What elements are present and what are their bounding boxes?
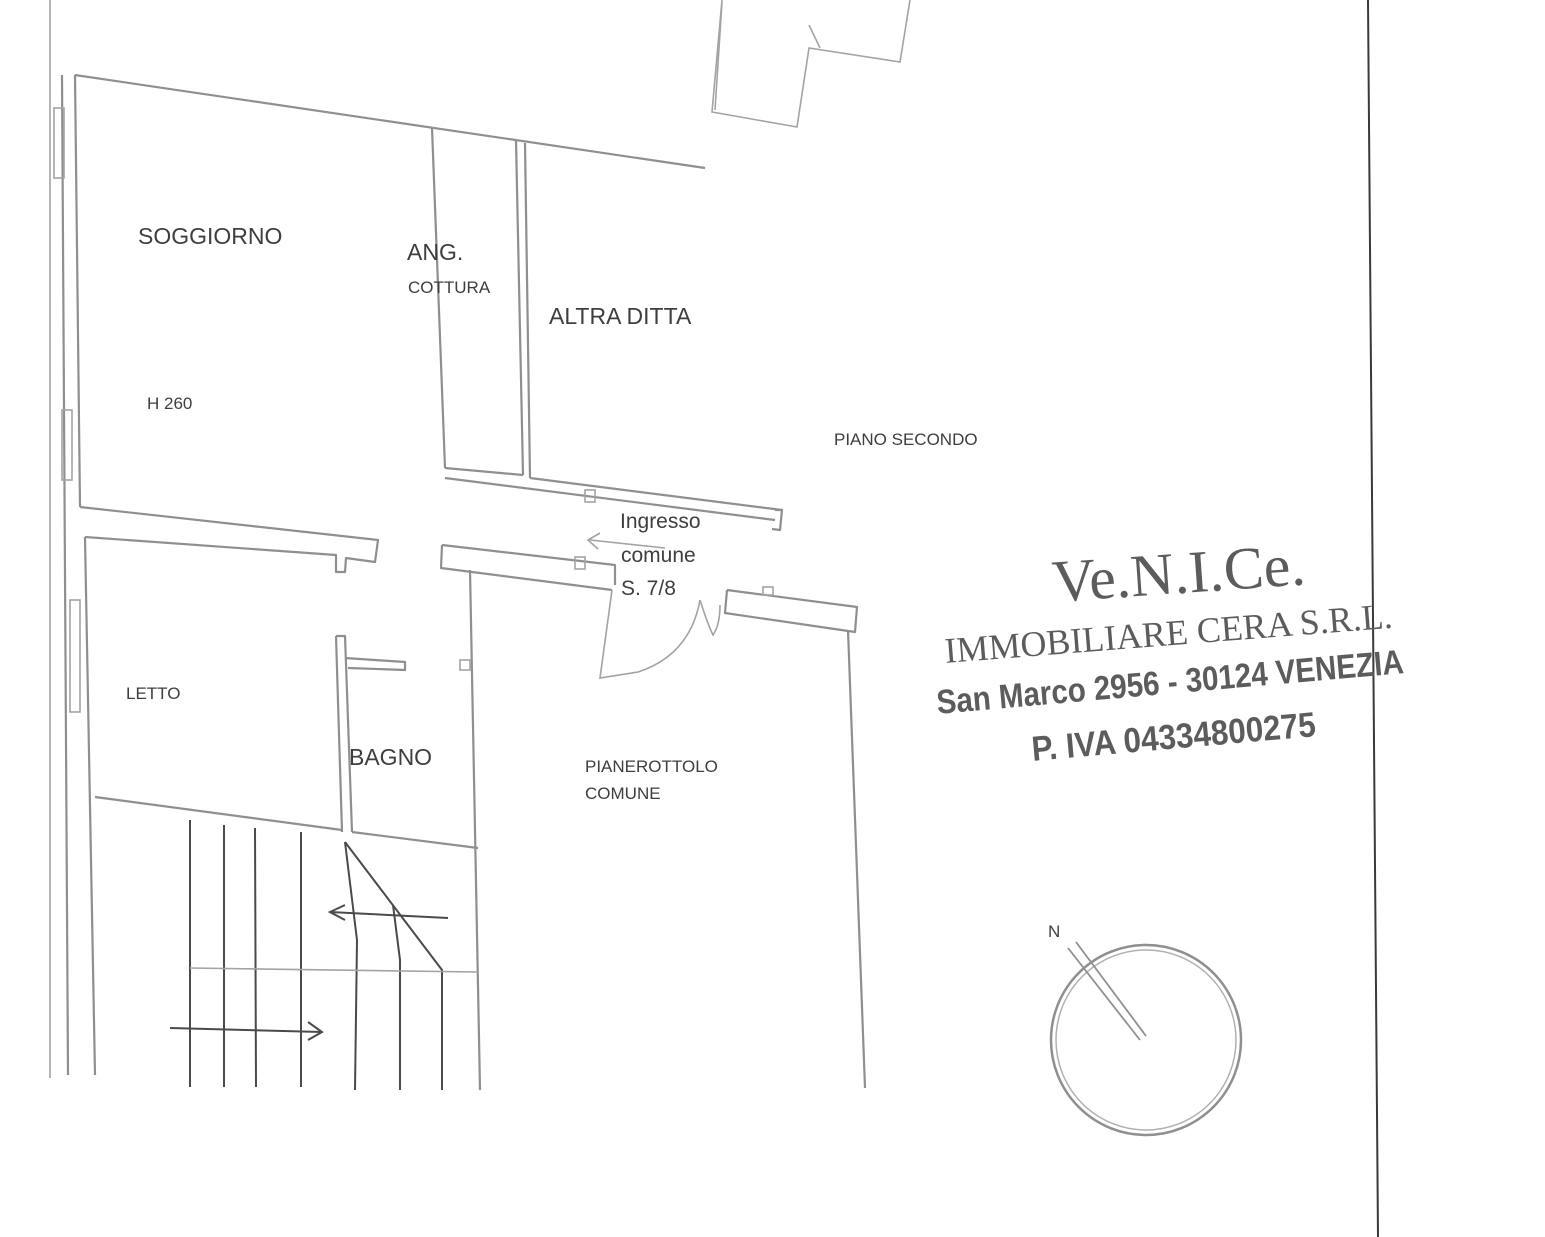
exterior-walls	[53, 73, 706, 1076]
room-label-soggiorno: SOGGIORNO	[138, 223, 283, 249]
staircase	[169, 820, 479, 1091]
floor-label-piano-secondo: PIANO SECONDO	[834, 430, 978, 449]
interior-walls	[79, 127, 867, 1091]
room-label-bagno: BAGNO	[349, 744, 433, 770]
entrance-arrow	[586, 532, 666, 550]
room-label-letto: LETTO	[126, 684, 181, 703]
room-label-ang: ANG.	[407, 239, 464, 265]
room-label-ingresso-sub: S. 7/8	[621, 577, 676, 600]
compass-north-label: N	[1048, 922, 1061, 941]
room-label-pianerottolo-comune: COMUNE	[585, 784, 661, 803]
room-label-h260: H 260	[147, 394, 193, 413]
stair-arrow-up	[329, 911, 449, 919]
room-label-ingresso: Ingresso	[620, 510, 701, 533]
annex-outline	[711, 0, 911, 128]
room-label-altra-ditta: ALTRA DITTA	[549, 303, 692, 329]
compass	[1049, 941, 1243, 1137]
stair-arrow-down	[169, 1027, 323, 1033]
entrance-door-swing	[599, 589, 701, 679]
room-label-ingresso-comune: comune	[621, 544, 696, 567]
sheet-right-border	[1367, 0, 1379, 1237]
room-label-pianerottolo: PIANEROTTOLO	[585, 757, 718, 776]
room-label-cottura: COTTURA	[408, 278, 491, 297]
